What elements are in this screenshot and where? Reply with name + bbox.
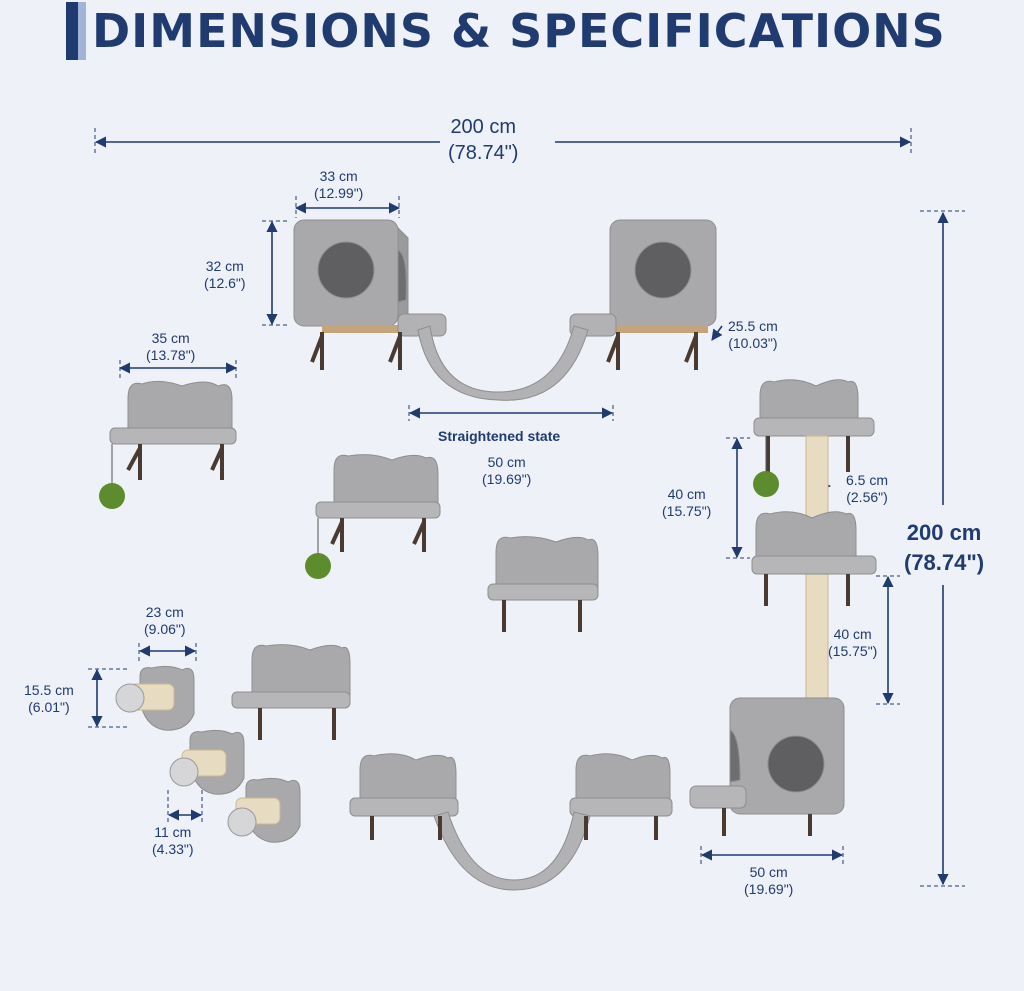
title-accent-bar-light [78,2,86,60]
condo-height-label: 32 cm(12.6") [204,258,246,291]
tower-top-bed [753,379,875,437]
total-width-label: 200 cm(78.74") [448,116,519,164]
toy-ball [99,483,125,509]
top-right-condo [609,219,717,333]
top-brackets [310,332,698,370]
bridge-state-label: Straightened state [438,428,561,444]
bed-middle [487,536,599,601]
page-title: DIMENSIONS & SPECIFICATIONS [92,4,946,58]
tower-mid-bed [751,511,877,575]
title-accent-bar [66,2,78,60]
tower-bottom-condo [689,697,845,815]
bridge-length-label: 50 cm(19.69") [482,454,532,487]
tier-gap-lower-label: 40 cm(15.75") [828,626,878,659]
step-2 [169,729,245,795]
post-width-label: 6.5 cm(2.56") [846,472,889,505]
bed-center [315,454,441,519]
condo-depth-line [711,325,723,341]
step-height-label: 15.5 cm(6.01") [24,682,74,715]
condo-width-label: 33 cm(12.99") [314,168,364,201]
top-left-condo [293,219,409,333]
bed-width-label: 35 cm(13.78") [146,330,196,363]
step-width-label: 23 cm(9.06") [144,604,186,637]
step-1 [115,665,195,731]
top-bridge [397,313,617,401]
bed-left [109,380,237,445]
total-height-label: 200 cm(78.74") [904,520,985,575]
bed-lower-left [231,644,351,709]
tier-gap-upper-label: 40 cm(15.75") [662,486,712,519]
step-3 [227,777,301,843]
step-post-label: 11 cm(4.33") [152,824,194,857]
bottom-condo-width-label: 50 cm(19.69") [744,864,794,897]
condo-depth-label: 25.5 cm(10.03") [728,318,778,351]
bottom-bridge-assembly [349,753,673,891]
